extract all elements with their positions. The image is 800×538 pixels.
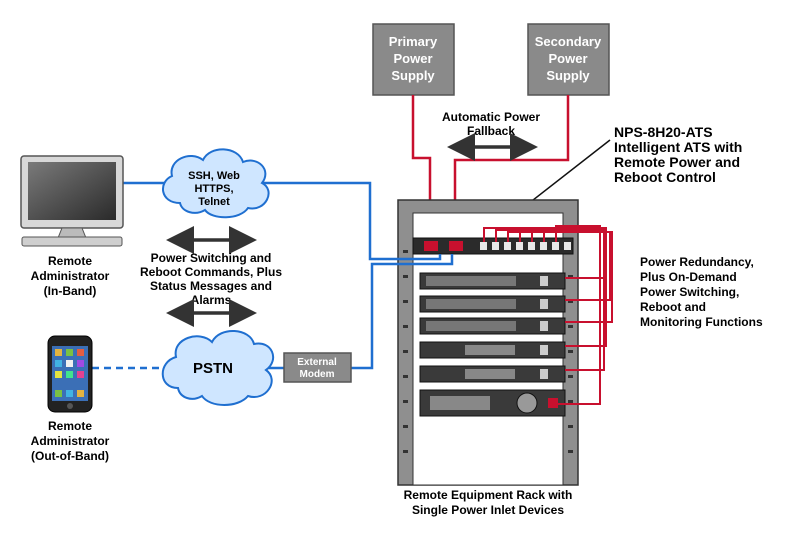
cloud-icon — [162, 148, 270, 219]
ssh-cloud-line-1: SSH, Web — [188, 170, 240, 182]
external-modem: External Modem — [283, 352, 352, 383]
fallback-line-2: Fallback — [467, 124, 515, 138]
ats-line-1: NPS-8H20-ATS — [614, 124, 713, 140]
primary-line-3: Supply — [391, 68, 435, 83]
redundancy-line-1: Power Redundancy, — [640, 255, 754, 269]
rack-switch-3 — [419, 317, 566, 335]
commands-label: Power Switching and Reboot Commands, Plu… — [140, 251, 282, 307]
ssh-cloud-line-2: HTTPS, — [194, 183, 233, 195]
rack-switch-2 — [419, 295, 566, 313]
commands-line-3: Status Messages and — [150, 279, 272, 293]
modem-line-2: Modem — [300, 369, 335, 380]
redundancy-label: Power Redundancy, Plus On-Demand Power S… — [640, 255, 763, 329]
smartphone-icon — [47, 335, 93, 413]
secondary-line-1: Secondary — [535, 34, 602, 49]
fallback-line-1: Automatic Power — [442, 110, 540, 124]
secondary-line-3: Supply — [546, 68, 590, 83]
redundancy-line-5: Monitoring Functions — [640, 315, 763, 329]
ssh-cloud-line-3: Telnet — [198, 196, 230, 208]
admin-oob-line-1: Remote — [48, 419, 92, 433]
ats-line-2: Intelligent ATS with — [614, 139, 742, 155]
rack-caption-1: Remote Equipment Rack with — [404, 488, 573, 502]
secondary-line-2: Power — [548, 51, 587, 66]
primary-line-2: Power — [393, 51, 432, 66]
redundancy-line-3: Power Switching, — [640, 285, 739, 299]
primary-power-supply: Primary Power Supply — [372, 23, 455, 96]
admin-oob-line-3: (Out-of-Band) — [31, 449, 109, 463]
outlet-power-cords — [483, 225, 613, 405]
pstn-label: PSTN — [193, 360, 233, 377]
pstn-cloud-icon — [161, 329, 275, 406]
network-lines — [123, 181, 454, 370]
rack-server-3 — [419, 389, 566, 417]
primary-line-1: Primary — [389, 34, 438, 49]
rack-server-2 — [419, 365, 566, 383]
secondary-power-supply: Secondary Power Supply — [527, 23, 610, 96]
monitor-icon — [20, 155, 124, 247]
ats-label: NPS-8H20-ATS Intelligent ATS with Remote… — [614, 124, 742, 185]
redundancy-line-4: Reboot and — [640, 300, 706, 314]
ats-line-4: Reboot Control — [614, 169, 716, 185]
modem-line-1: External — [297, 357, 337, 368]
rack-server-1 — [419, 341, 566, 359]
rack-switch-1 — [419, 272, 566, 290]
admin-inband-line-1: Remote — [48, 254, 92, 268]
admin-oob-line-2: Administrator — [31, 434, 110, 448]
commands-line-2: Reboot Commands, Plus — [140, 265, 282, 279]
admin-inband-line-2: Administrator — [31, 269, 110, 283]
ats-line-3: Remote Power and — [614, 154, 740, 170]
rack-caption-2: Single Power Inlet Devices — [412, 503, 564, 517]
ats-unit — [412, 237, 574, 255]
admin-inband-line-3: (In-Band) — [44, 284, 97, 298]
commands-line-1: Power Switching and — [151, 251, 272, 265]
commands-line-4: Alarms — [191, 293, 232, 307]
redundancy-line-2: Plus On-Demand — [640, 270, 737, 284]
